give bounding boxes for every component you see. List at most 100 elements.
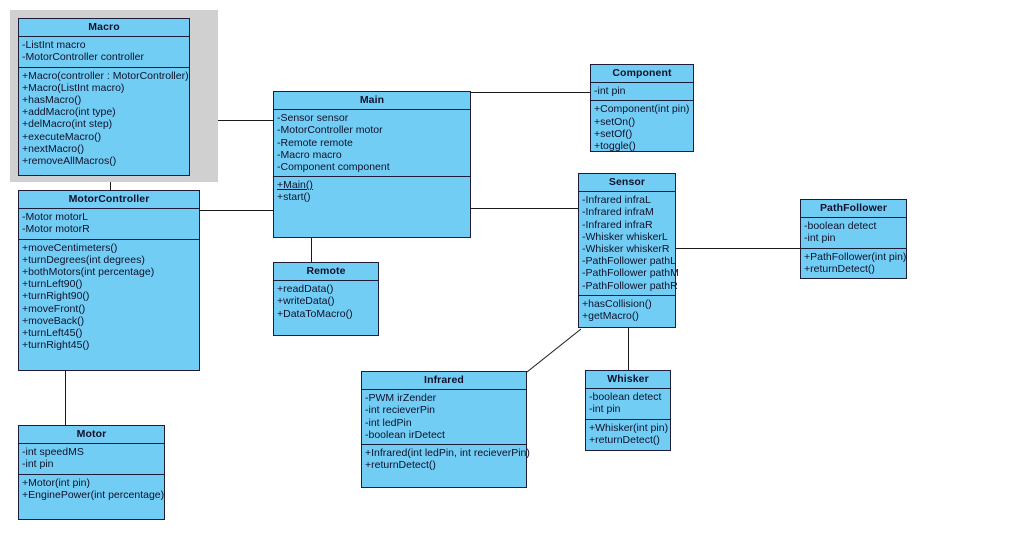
class-attributes-macro: -ListInt macro -MotorController controll…	[19, 37, 189, 66]
connector-main-component	[471, 92, 591, 93]
attribute-row: -MotorController motor	[277, 124, 383, 137]
class-operations-sensor: +hasCollision() +getMacro()	[579, 294, 675, 325]
operation-row: +hasMacro()	[22, 94, 82, 107]
attribute-row: -PathFollower pathL	[582, 255, 676, 268]
operation-row: +returnDetect()	[589, 433, 660, 446]
operation-row: +setOf()	[594, 127, 633, 140]
class-title-infrared: Infrared	[362, 372, 526, 391]
class-attributes-infrared: -PWM irZender -int recieverPin -int ledP…	[362, 390, 526, 444]
attribute-row: -int pin	[22, 458, 54, 471]
class-box-remote[interactable]: Remote +readData() +writeData() +DataToM…	[273, 262, 379, 336]
operation-row: +Main()	[277, 179, 313, 192]
attribute-row: -Motor motorL	[22, 211, 88, 224]
attribute-row: -boolean irDetect	[365, 428, 445, 441]
attribute-row: -int speedMS	[22, 446, 84, 459]
operation-row: +start()	[277, 191, 311, 204]
operation-row: +PathFollower(int pin)	[804, 250, 907, 263]
class-title-remote: Remote	[274, 263, 378, 282]
attribute-row: -PathFollower pathM	[582, 267, 679, 280]
class-title-motor: Motor	[19, 426, 164, 445]
class-title-pathfollower: PathFollower	[801, 200, 906, 219]
attribute-row: -Motor motorR	[22, 223, 90, 236]
class-title-macro: Macro	[19, 19, 189, 38]
operation-row: +addMacro(int type)	[22, 106, 116, 119]
class-box-infrared[interactable]: Infrared -PWM irZender -int recieverPin …	[361, 371, 530, 488]
class-operations-whisker: +Whisker(int pin) +returnDetect()	[586, 418, 670, 449]
class-attributes-motorcontroller: -Motor motorL -Motor motorR	[19, 209, 199, 238]
connector-main-sensor	[471, 208, 579, 209]
operation-row: +toggle()	[594, 140, 636, 153]
operation-row: +executeMacro()	[22, 130, 102, 143]
connector-main-remote	[311, 237, 312, 263]
attribute-row: -Component component	[277, 161, 390, 174]
operation-row: +turnRight90()	[22, 290, 90, 303]
class-operations-remote: +readData() +writeData() +DataToMacro()	[274, 281, 378, 323]
operation-row: +turnDegrees(int degrees)	[22, 253, 145, 266]
attribute-row: -MotorController controller	[22, 51, 144, 64]
class-box-component[interactable]: Component -int pin +Component(int pin) +…	[590, 64, 694, 152]
class-operations-main: +Main() +start()	[274, 176, 470, 206]
attribute-row: -int pin	[804, 232, 836, 245]
class-operations-pathfollower: +PathFollower(int pin) +returnDetect()	[801, 247, 907, 278]
connector-sensor-pathfollower	[676, 248, 801, 249]
class-attributes-pathfollower: -boolean detect -int pin	[801, 218, 906, 247]
operation-row: +delMacro(int step)	[22, 118, 113, 131]
class-box-motorcontroller[interactable]: MotorController -Motor motorL -Motor mot…	[18, 190, 200, 371]
attribute-row: -int ledPin	[365, 416, 412, 429]
operation-row: +returnDetect()	[365, 459, 436, 472]
operation-row: +Component(int pin)	[594, 103, 690, 116]
connector-sensor-whisker	[628, 327, 629, 371]
class-title-main: Main	[274, 92, 470, 111]
attribute-row: -Infrared infraL	[582, 194, 651, 207]
class-box-motor[interactable]: Motor -int speedMS -int pin +Motor(int p…	[18, 425, 165, 520]
connector-macro-main	[190, 120, 274, 121]
class-attributes-component: -int pin	[591, 83, 693, 100]
class-attributes-sensor: -Infrared infraL -Infrared infraM -Infra…	[579, 192, 679, 295]
class-box-whisker[interactable]: Whisker -boolean detect -int pin +Whiske…	[585, 370, 671, 451]
attribute-row: -Infrared infraR	[582, 218, 653, 231]
attribute-row: -Macro macro	[277, 148, 342, 161]
class-operations-component: +Component(int pin) +setOn() +setOf() +t…	[591, 100, 693, 155]
operation-row: +writeData()	[277, 295, 335, 308]
operation-row: +removeAllMacros()	[22, 155, 117, 168]
class-title-sensor: Sensor	[579, 174, 675, 193]
operation-row: +Infrared(int ledPin, int recieverPin)	[365, 447, 530, 460]
class-title-whisker: Whisker	[586, 371, 670, 390]
operation-row: +readData()	[277, 283, 334, 296]
class-box-macro[interactable]: Macro -ListInt macro -MotorController co…	[18, 18, 190, 176]
operation-row: +getMacro()	[582, 310, 639, 323]
attribute-row: -Infrared infraM	[582, 206, 654, 219]
class-box-sensor[interactable]: Sensor -Infrared infraL -Infrared infraM…	[578, 173, 679, 328]
attribute-row: -int pin	[594, 85, 626, 98]
operation-row: +turnRight45()	[22, 339, 90, 352]
class-attributes-motor: -int speedMS -int pin	[19, 444, 164, 473]
operation-row: +moveFront()	[22, 302, 86, 315]
attribute-row: -Whisker whiskerL	[582, 230, 668, 243]
attribute-row: -int pin	[589, 403, 621, 416]
class-box-pathfollower[interactable]: PathFollower -boolean detect -int pin +P…	[800, 199, 907, 279]
operation-row: +turnLeft90()	[22, 278, 83, 291]
class-box-main[interactable]: Main -Sensor sensor -MotorController mot…	[273, 91, 471, 238]
attribute-row: -PWM irZender	[365, 392, 437, 405]
operation-row: +Macro(ListInt macro)	[22, 81, 125, 94]
connector-motorcontroller-motor	[65, 371, 66, 426]
operation-row: +turnLeft45()	[22, 327, 83, 340]
class-title-component: Component	[591, 65, 693, 84]
attribute-row: -Whisker whiskerR	[582, 243, 670, 256]
operation-row: +Whisker(int pin)	[589, 421, 669, 434]
operation-row: +nextMacro()	[22, 142, 85, 155]
operation-row: +DataToMacro()	[277, 307, 353, 320]
operation-row: +moveBack()	[22, 314, 85, 327]
class-operations-motorcontroller: +moveCentimeters() +turnDegrees(int degr…	[19, 238, 199, 355]
attribute-row: -PathFollower pathR	[582, 279, 678, 292]
connector-motorcontroller-main	[200, 210, 274, 211]
operation-row: +Motor(int pin)	[22, 476, 90, 489]
attribute-row: -Remote remote	[277, 136, 353, 149]
operation-row: +returnDetect()	[804, 262, 875, 275]
operation-row: +EnginePower(int percentage)	[22, 488, 165, 501]
attribute-row: -ListInt macro	[22, 39, 86, 52]
class-operations-motor: +Motor(int pin) +EnginePower(int percent…	[19, 473, 165, 504]
class-title-motorcontroller: MotorController	[19, 191, 199, 210]
attribute-row: -Sensor sensor	[277, 112, 349, 125]
